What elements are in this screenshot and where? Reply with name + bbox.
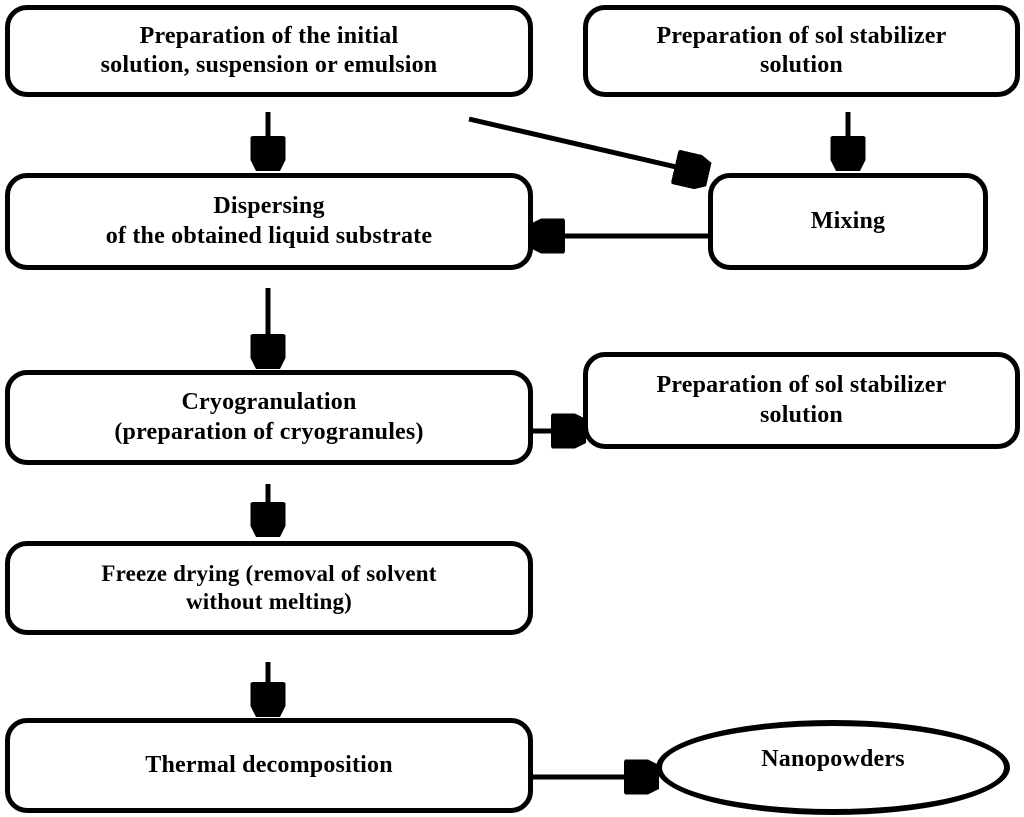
node-nanopowders[interactable]: Nanopowders	[656, 720, 1010, 815]
node-sol-stabilizer-top[interactable]: Preparation of sol stabilizer solution	[583, 5, 1020, 97]
node-cryogranulation[interactable]: Cryogranulation (preparation of cryogran…	[5, 370, 533, 465]
node-cryogranulation-label: Cryogranulation (preparation of cryogran…	[114, 389, 424, 445]
node-thermal-decomposition-label: Thermal decomposition	[145, 751, 393, 778]
node-thermal-decomposition[interactable]: Thermal decomposition	[5, 718, 533, 813]
node-nanopowders-label: Nanopowders	[761, 745, 905, 772]
node-freeze-drying-label: Freeze drying (removal of solvent withou…	[101, 560, 437, 614]
node-mixing[interactable]: Mixing	[708, 173, 988, 270]
node-dispersing-label: Dispersing of the obtained liquid substr…	[105, 193, 433, 249]
node-freeze-drying[interactable]: Freeze drying (removal of solvent withou…	[5, 541, 533, 635]
node-sol-stabilizer-mid-label: Preparation of sol stabilizer solution	[656, 372, 947, 428]
node-initial-solution[interactable]: Preparation of the initial solution, sus…	[5, 5, 533, 97]
node-dispersing[interactable]: Dispersing of the obtained liquid substr…	[5, 173, 533, 270]
node-sol-stabilizer-mid[interactable]: Preparation of sol stabilizer solution	[583, 352, 1020, 449]
node-sol-stabilizer-top-label: Preparation of sol stabilizer solution	[656, 22, 947, 78]
node-mixing-label: Mixing	[810, 207, 886, 234]
node-initial-solution-label: Preparation of the initial solution, sus…	[100, 22, 438, 78]
edge-initial-to-mixing-diagonal	[468, 116, 702, 173]
